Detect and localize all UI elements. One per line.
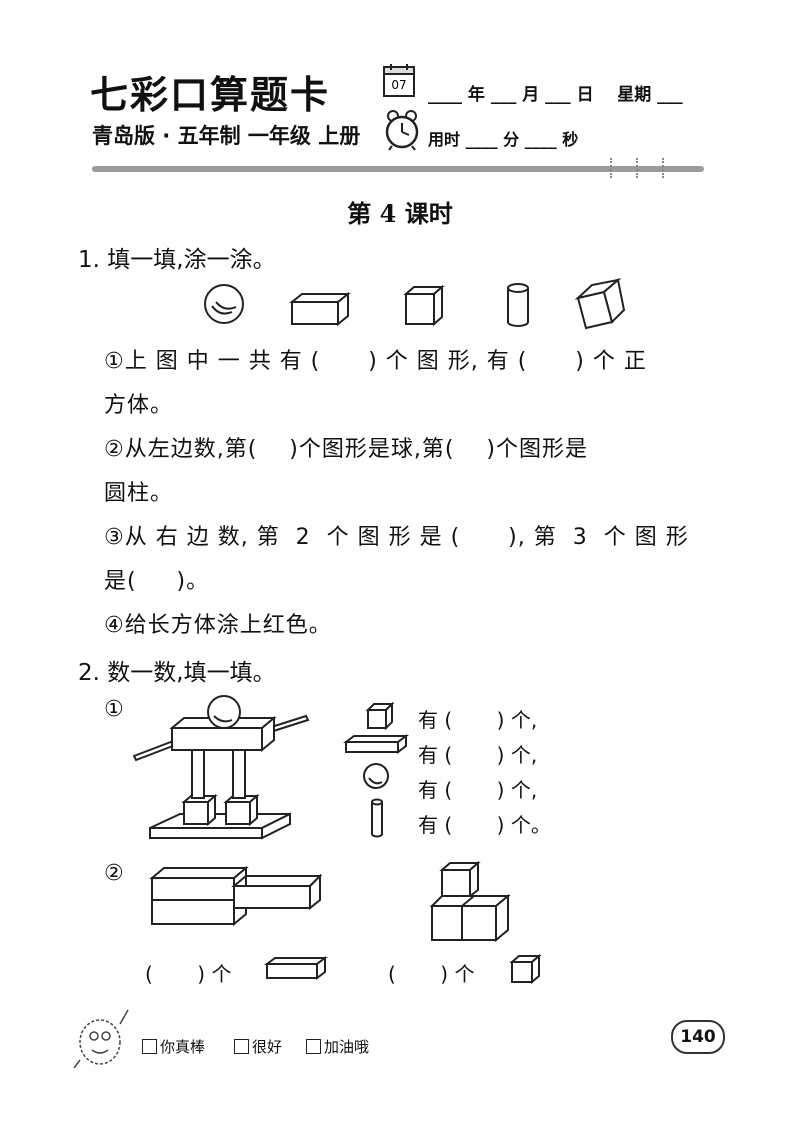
calendar-day: 07	[391, 78, 406, 92]
answer-left: ( ) 个	[145, 962, 232, 986]
question-2-title: 2. 数一数,填一填。	[78, 660, 276, 686]
robot-figure	[132, 695, 310, 840]
q1-line-6: 是( )。	[104, 569, 210, 594]
q1-line-4: 圆柱。	[104, 481, 174, 506]
edition-label: 青岛版 · 五年制 一年级 上册	[92, 124, 361, 148]
check-good[interactable]: 很好	[234, 1036, 282, 1057]
lesson-title: 第 4 课时	[347, 199, 453, 228]
checkbox-icon[interactable]	[142, 1039, 157, 1054]
alarm-clock-icon	[384, 110, 420, 151]
q1-line-1: ①上 图 中 一 共 有 ( ) 个 图 形, 有 ( ) 个 正	[104, 349, 647, 374]
q1-shapes-row	[204, 278, 626, 330]
calendar-icon: 07	[383, 63, 415, 97]
divider-tick	[636, 158, 641, 178]
check-good-label: 很好	[252, 1038, 283, 1056]
small-cube-shape	[365, 701, 395, 731]
page-number: 140	[671, 1020, 725, 1054]
block-stacks-figure	[149, 860, 511, 943]
sphere-shape	[363, 763, 389, 789]
q2-part1-marker: ①	[104, 697, 125, 722]
check-great-label: 你真棒	[160, 1038, 206, 1056]
count-row-cylinder: 有 ( ) 个。	[418, 813, 551, 837]
time-fields: 用时 ____ 分 ____ 秒	[428, 130, 579, 149]
cuboid-shape	[289, 291, 351, 327]
cube-shape	[403, 284, 445, 327]
q1-line-5: ③从 右 边 数, 第 2 个 图 形 是 ( ), 第 3 个 图 形	[104, 525, 689, 550]
checkbox-icon[interactable]	[306, 1039, 321, 1054]
q1-line-3: ②从左边数,第( )个图形是球,第( )个图形是	[104, 437, 588, 462]
checkbox-icon[interactable]	[234, 1039, 249, 1054]
divider-tick	[610, 158, 615, 178]
cartoon-mascot-icon	[73, 1009, 129, 1069]
q1-line-7: ④给长方体涂上红色。	[104, 613, 332, 638]
cuboid-shape	[343, 734, 409, 754]
count-legend-shapes	[343, 701, 409, 838]
sphere-shape	[204, 284, 244, 324]
brand-title: 七彩口算题卡	[90, 72, 331, 117]
question-1-title: 1. 填一填,涂一涂。	[78, 247, 276, 273]
cube-answer-icon	[509, 953, 542, 985]
count-row-cuboid: 有 ( ) 个,	[418, 743, 538, 767]
check-great[interactable]: 你真棒	[142, 1036, 205, 1057]
check-try-harder-label: 加油哦	[324, 1038, 370, 1056]
answer-right: ( ) 个	[388, 962, 475, 986]
count-row-cube: 有 ( ) 个,	[418, 708, 538, 732]
header-divider	[92, 166, 704, 172]
q1-line-2: 方体。	[104, 393, 174, 418]
cylinder-shape	[371, 798, 383, 838]
check-try-harder[interactable]: 加油哦	[306, 1036, 369, 1057]
count-row-sphere: 有 ( ) 个,	[418, 778, 538, 802]
date-fields: ____ 年 ___ 月 ___ 日 星期 ___	[428, 85, 683, 105]
q2-part2-marker: ②	[104, 861, 125, 886]
tilted-cube-shape	[574, 278, 626, 330]
cylinder-shape	[507, 283, 529, 327]
cuboid-answer-icon	[264, 956, 328, 980]
divider-tick	[662, 158, 667, 178]
